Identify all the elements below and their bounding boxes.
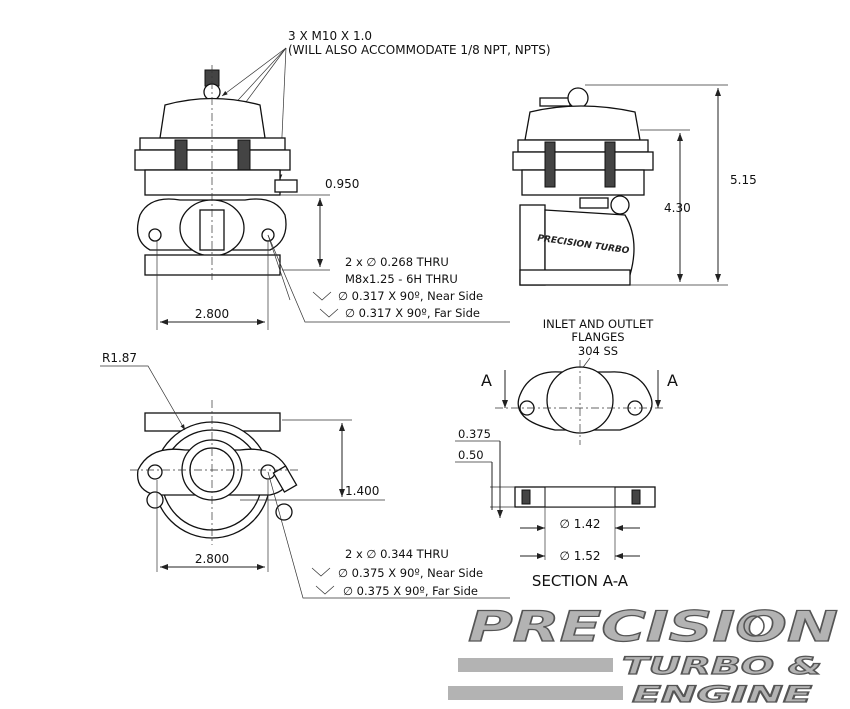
logo-stripe-2 [448,686,623,700]
flange-title-2: FLANGES [571,330,624,344]
flange-thickness-1: 0.375 [458,427,491,441]
outer-diameter-dim: ∅ 1.52 [560,549,601,563]
bottom-hole-note-2: ∅ 0.375 X 90º, Near Side [338,566,483,580]
front-height-dim: 0.950 [325,177,359,191]
section-label: SECTION A-A [532,572,629,590]
section-marker-left: A [481,371,492,390]
bottom-view: R1.87 1.400 2.800 2 x ∅ 0.344 THRU ∅ 0.3… [100,351,510,599]
bottom-hole-note-1: 2 x ∅ 0.344 THRU [345,547,449,561]
logo-line-1: PRECISION [468,602,838,651]
flange-title-3: 304 SS [578,344,618,358]
callout-line-1: 3 X M10 X 1.0 [288,29,372,43]
front-hole-note-1: 2 x ∅ 0.268 THRU [345,255,449,269]
section-marker-right: A [667,371,678,390]
side-view: PRECISION TURBO 5.15 4.30 [512,84,757,286]
logo-line-2: TURBO & [622,652,822,680]
logo-line-3: ENGINE [632,683,812,708]
body-height-dim: 4.30 [664,201,691,215]
flange-view: INLET AND OUTLET FLANGES 304 SS A A 0.37… [455,317,678,590]
front-hole-note-4: ∅ 0.317 X 90º, Far Side [345,306,480,320]
callout-line-2: (WILL ALSO ACCOMMODATE 1/8 NPT, NPTS) [288,43,551,57]
front-hole-note-3: ∅ 0.317 X 90º, Near Side [338,289,483,303]
front-view: 2.800 0.950 2 x ∅ 0.268 THRU M8x1.25 - 6… [134,65,510,330]
precision-logo: PRECISION TURBO & ENGINE [448,601,839,709]
radius-dim: R1.87 [102,351,137,365]
overall-height-dim: 5.15 [730,173,757,187]
offset-dim: 1.400 [345,484,379,498]
logo-stripe [458,658,613,672]
flange-title-1: INLET AND OUTLET [543,317,654,331]
flange-thickness-2: 0.50 [458,448,484,462]
thread-callout: 3 X M10 X 1.0 (WILL ALSO ACCOMMODATE 1/8… [159,29,551,186]
bottom-hole-note-3: ∅ 0.375 X 90º, Far Side [343,584,478,598]
inner-diameter-dim: ∅ 1.42 [560,517,601,531]
front-hole-note-2: M8x1.25 - 6H THRU [345,272,458,286]
turbo-wheel-icon [743,615,765,637]
bottom-width-dim: 2.800 [195,552,229,566]
front-width-dim: 2.800 [195,307,229,321]
